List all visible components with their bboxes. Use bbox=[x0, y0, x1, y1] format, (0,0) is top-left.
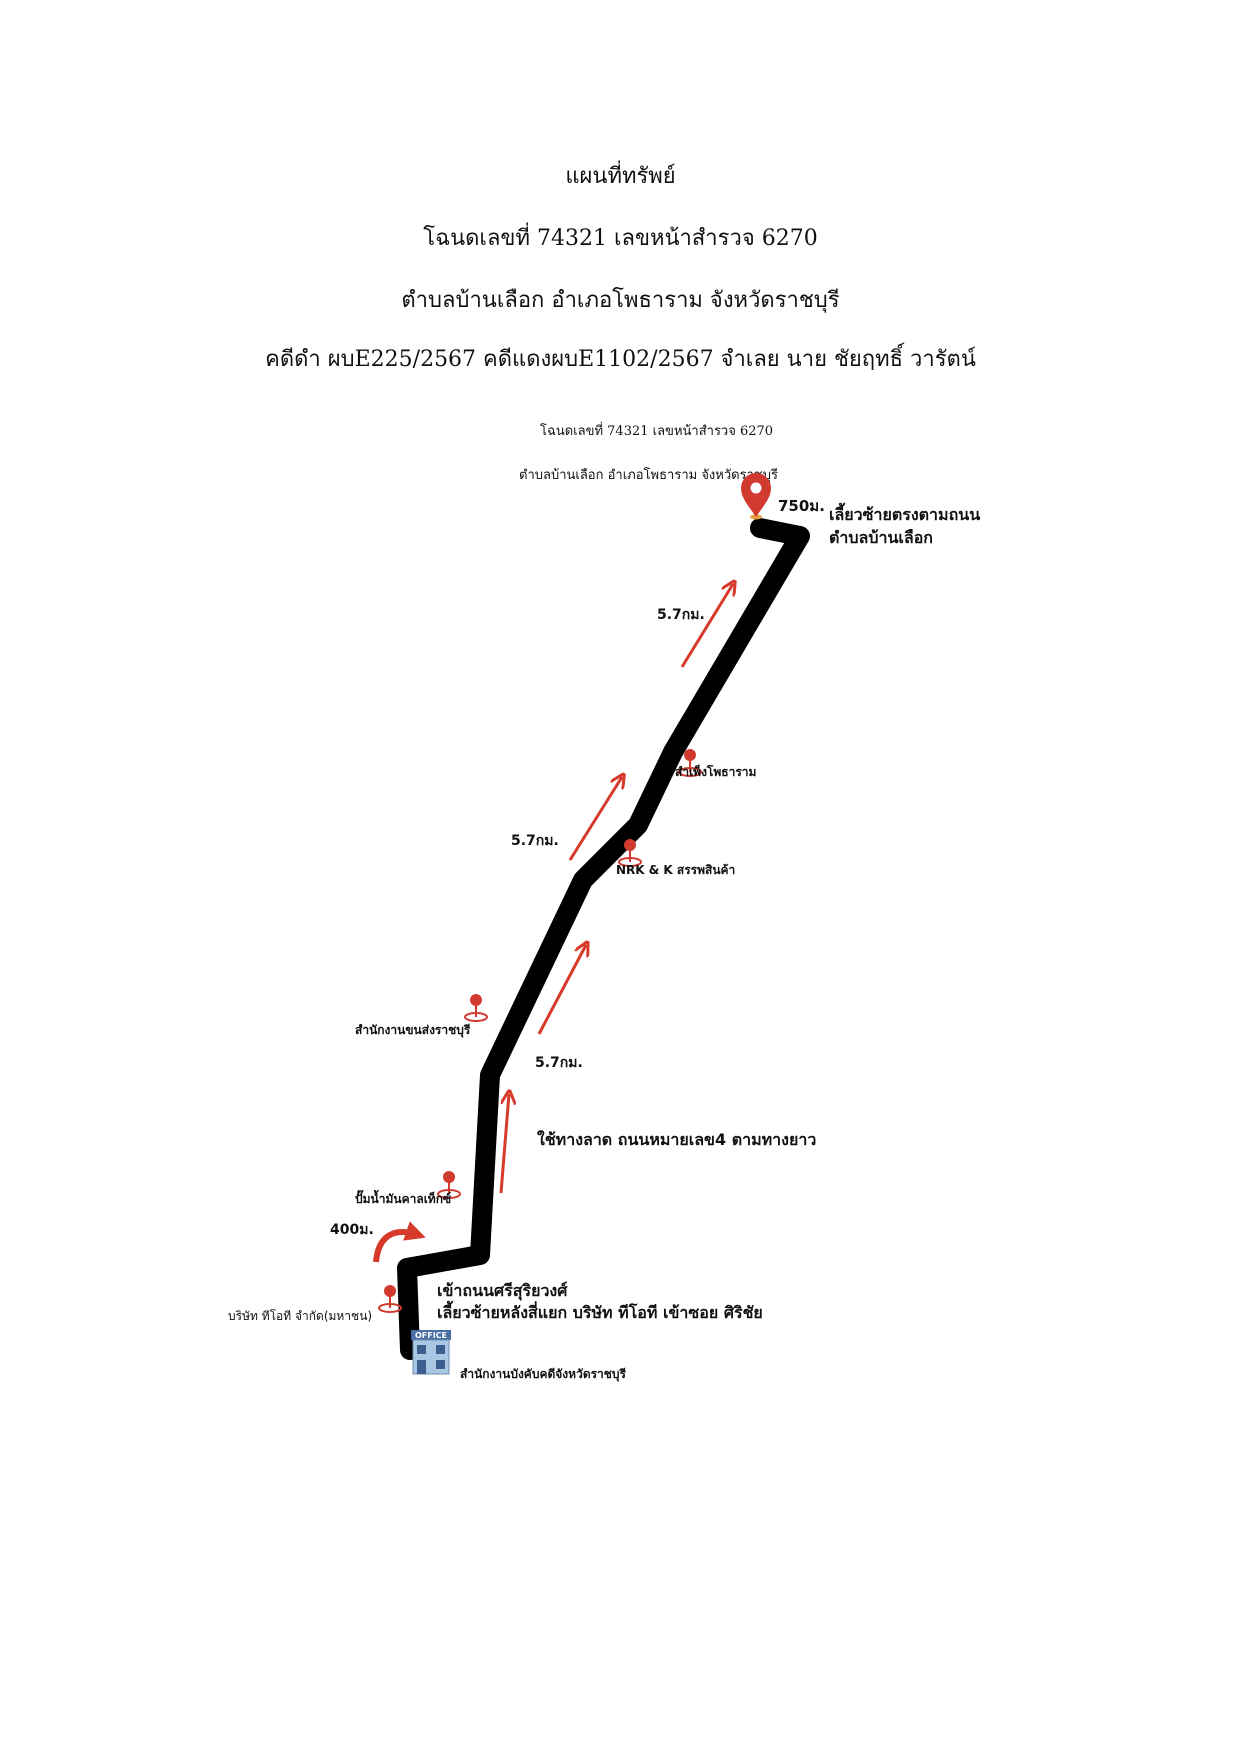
map-deed-line: โฉนดเลขที่ 74321 เลขหน้าสำรวจ 6270 bbox=[540, 424, 774, 439]
route-instruction: ใช้ทางลาด ถนนหมายเลข4 ตามทางยาว bbox=[537, 1130, 816, 1149]
direction-arrow-icon bbox=[537, 945, 586, 1035]
destination-distance: 750ม. bbox=[778, 497, 825, 515]
office-sign: OFFICE bbox=[415, 1331, 447, 1340]
direction-arrow-icon bbox=[373, 1221, 426, 1263]
map-marker-icon bbox=[378, 1285, 402, 1313]
poi-label: บริษัท ทีโอที จำกัด(มหาชน) bbox=[228, 1309, 372, 1323]
deed-number-line: โฉนดเลขที่ 74321 เลขหน้าสำรวจ 6270 bbox=[423, 226, 818, 251]
case-number-line: คดีดำ ผบE225/2567 คดีแดงผบE1102/2567 จำเ… bbox=[265, 347, 976, 372]
direction-arrow-icon bbox=[680, 584, 733, 668]
distance-label: 5.7กม. bbox=[511, 833, 559, 849]
distance-label: 5.7กม. bbox=[657, 607, 705, 623]
distance-label: 5.7กม. bbox=[535, 1055, 583, 1071]
distance-label: 400ม. bbox=[330, 1222, 374, 1238]
direction-arrow-icon bbox=[499, 1094, 509, 1194]
origin-label: สำนักงานบังคับคดีจังหวัดราชบุรี bbox=[460, 1367, 627, 1382]
destination-note: เลี้ยวซ้ายตรงตามถนน bbox=[829, 502, 980, 524]
map-marker-icon bbox=[464, 994, 488, 1022]
turn-note: เลี้ยวซ้ายหลังสี่แยก บริษัท ทีโอที เข้าซ… bbox=[437, 1300, 763, 1322]
map-marker-icon bbox=[618, 839, 642, 867]
poi-label: NRK & K สรรพสินค้า bbox=[616, 863, 735, 877]
page-title: แผนที่ทรัพย์ bbox=[565, 164, 676, 189]
route-line bbox=[397, 518, 810, 1360]
poi-label: สำนักงานขนส่งราชบุรี bbox=[355, 1023, 471, 1038]
direction-arrow-icon bbox=[568, 777, 622, 861]
destination-subdistrict: ตำบลบ้านเลือก bbox=[829, 528, 933, 547]
location-line: ตำบลบ้านเลือก อำเภอโพธาราม จังหวัดราชบุร… bbox=[401, 288, 840, 313]
turn-note: เข้าถนนศรีสุริยวงศ์ bbox=[437, 1281, 568, 1301]
poi-label: สำเพ็งโพธาราม bbox=[675, 764, 756, 779]
map-marker-icon bbox=[678, 749, 702, 777]
poi-label: ปั๊มน้ำมันคาลเท็กซ์ bbox=[355, 1189, 451, 1206]
office-building-icon: OFFICE bbox=[411, 1330, 451, 1375]
map-location-line: ตำบลบ้านเลือก อำเภอโพธาราม จังหวัดราชบุร… bbox=[519, 468, 778, 483]
map-marker-icon bbox=[437, 1171, 461, 1199]
location-pin-icon bbox=[741, 473, 771, 520]
